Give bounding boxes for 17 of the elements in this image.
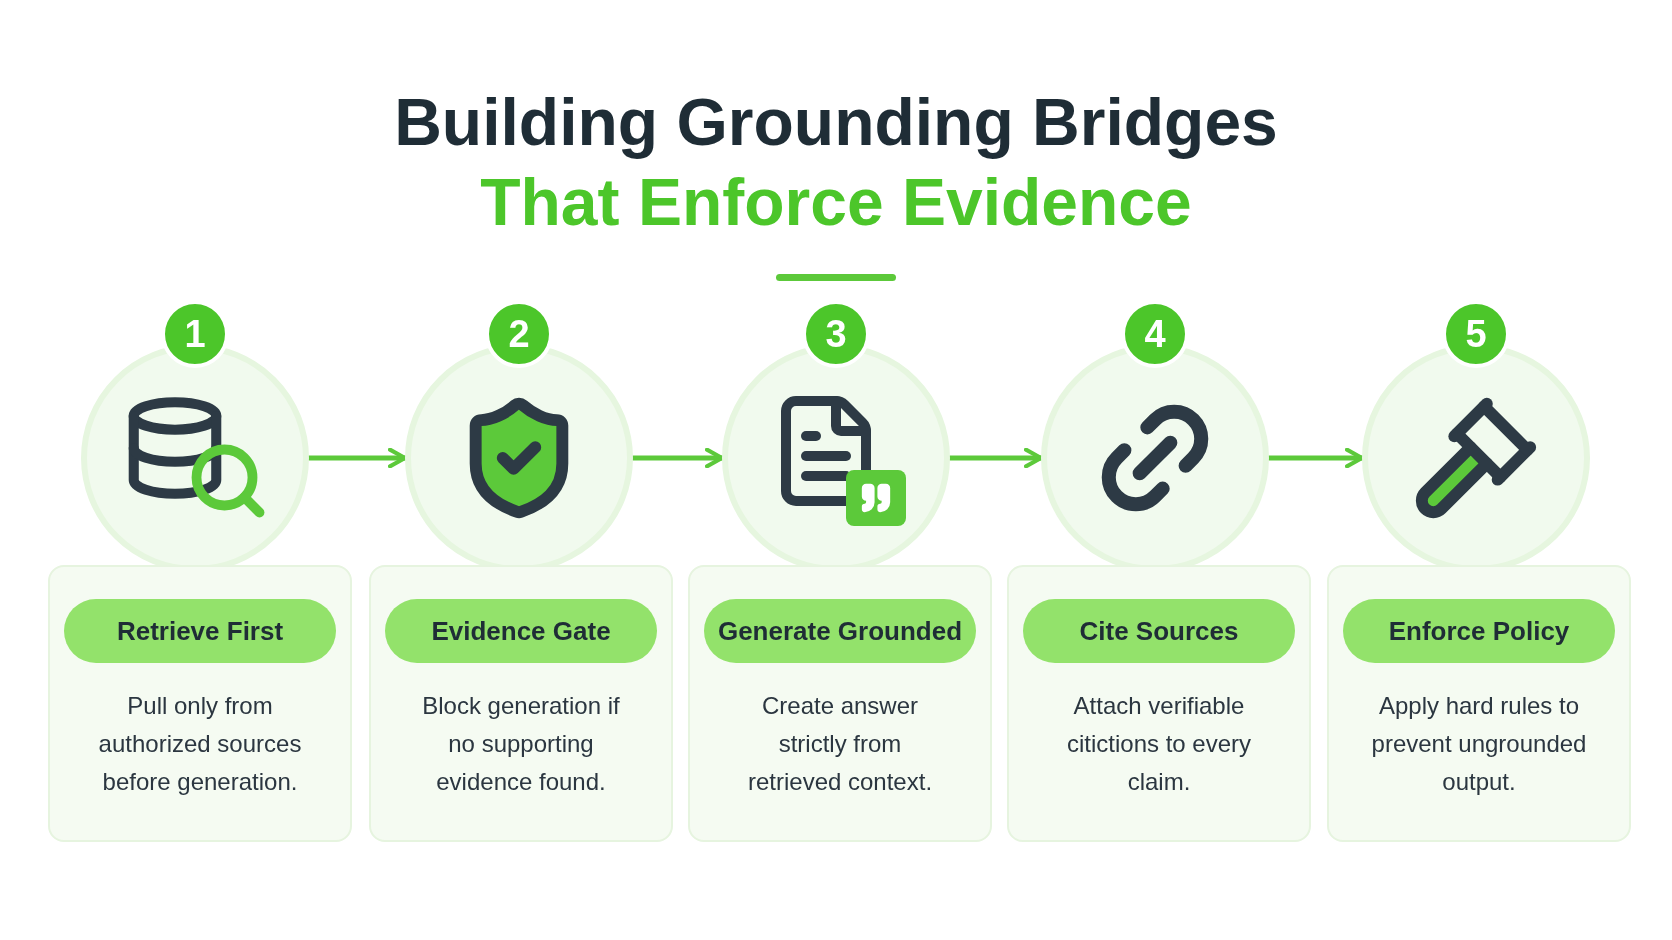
step-description: Block generation if no supporting evidence found.	[421, 691, 621, 797]
step-description: Create answer strictly from retrieved context.	[746, 691, 934, 797]
step-card	[688, 565, 992, 842]
step-description: Pull only from authorized sources before generation.	[97, 691, 303, 797]
step-title: Enforce Policy	[1343, 599, 1615, 663]
title: Building Grounding Bridges	[394, 84, 1278, 161]
step-title: Retrieve First	[64, 599, 336, 663]
step-card	[1007, 565, 1311, 842]
step-description: Apply hard rules to prevent ungrounded output.	[1370, 691, 1588, 797]
step-card	[1327, 565, 1631, 842]
step-title: Cite Sources	[1023, 599, 1295, 663]
subtitle: That Enforce Evidence	[480, 164, 1192, 241]
step-card	[369, 565, 673, 842]
step-description: Attach verifiable citictions to every claim.	[1065, 691, 1253, 797]
step-card	[48, 565, 352, 842]
step-title: Evidence Gate	[385, 599, 657, 663]
step-title: Generate Grounded	[704, 599, 976, 663]
